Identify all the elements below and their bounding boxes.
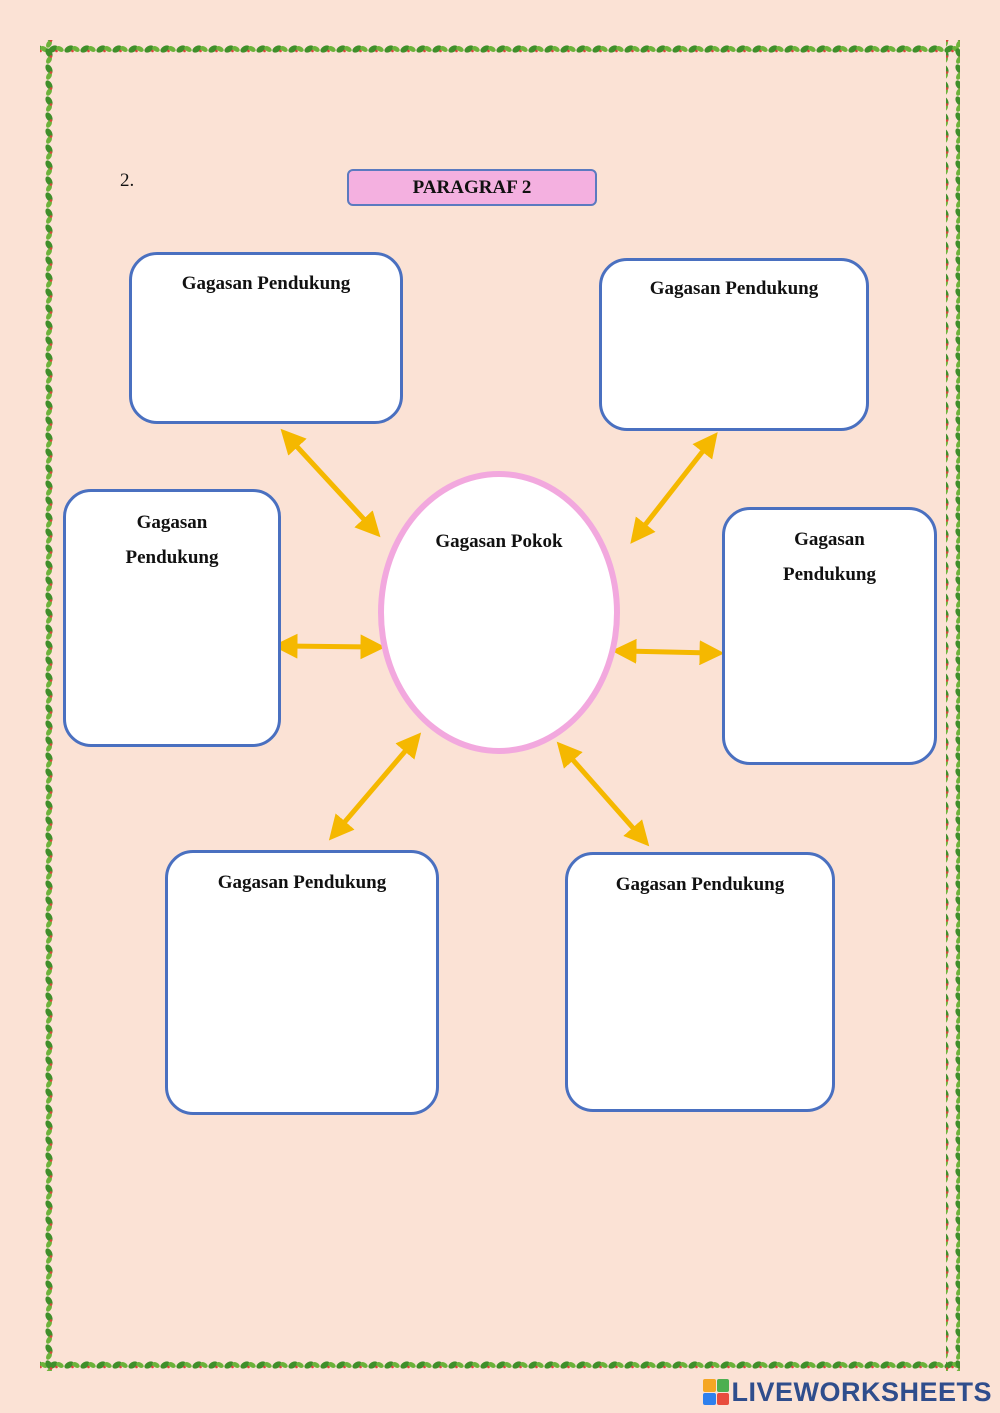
supporting-idea-box-bottom-right[interactable]: Gagasan Pendukung	[565, 852, 835, 1112]
supporting-idea-label: Gagasan Pendukung	[615, 874, 785, 895]
watermark-text: LIVEWORKSHEETS	[731, 1376, 992, 1407]
supporting-idea-box-bottom-left[interactable]: Gagasan Pendukung	[165, 850, 439, 1115]
supporting-idea-label: Gagasan Pendukung	[217, 872, 387, 893]
liveworksheets-watermark: LIVEWORKSHEETS	[703, 1375, 992, 1409]
arrow-top-left	[280, 428, 381, 538]
supporting-idea-label: Gagasan Pendukung	[649, 278, 819, 299]
arrow-bottom-right	[556, 741, 650, 847]
main-idea-label: Gagasan Pokok	[435, 531, 563, 552]
supporting-idea-box-top-left[interactable]: Gagasan Pendukung	[129, 252, 403, 424]
arrow-bottom-left	[328, 732, 422, 841]
supporting-idea-box-right[interactable]: Gagasan Pendukung	[722, 507, 937, 765]
arrow-left	[272, 633, 386, 660]
supporting-idea-box-top-right[interactable]: Gagasan Pendukung	[599, 258, 869, 431]
main-idea-ellipse[interactable]: Gagasan Pokok	[378, 471, 620, 754]
arrow-right	[611, 638, 725, 666]
supporting-idea-label: Gagasan Pendukung	[181, 273, 351, 294]
question-number: 2.	[120, 170, 135, 191]
supporting-idea-box-left[interactable]: Gagasan Pendukung	[63, 489, 281, 747]
paragraph-title: PARAGRAF 2	[347, 169, 597, 206]
supporting-idea-label: Gagasan Pendukung	[125, 512, 219, 568]
supporting-idea-label: Gagasan Pendukung	[783, 529, 876, 585]
liveworksheets-logo-icon	[703, 1379, 730, 1405]
arrow-top-right	[630, 432, 718, 544]
